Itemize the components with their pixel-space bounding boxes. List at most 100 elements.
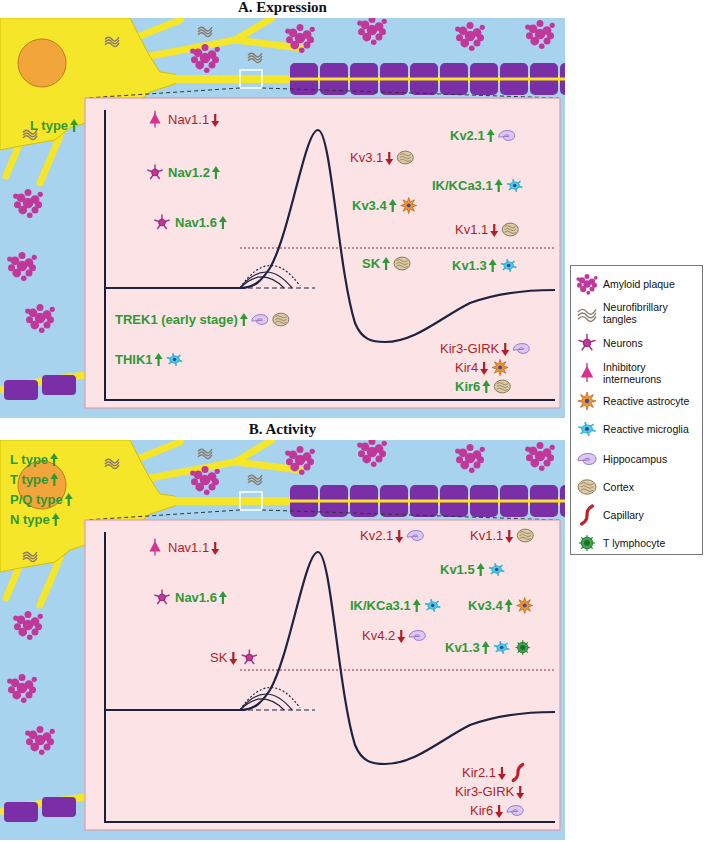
channel-label: Kv3.4 [352,198,387,213]
axes [105,110,555,400]
legend-symbol [574,474,600,500]
amyloid-plaque [310,27,315,32]
up-arrow [219,216,227,229]
amyloid-plaque [526,454,533,461]
channel-label: Kv4.2 [362,628,395,643]
up-arrow [65,493,73,506]
amyloid-plaque [19,674,26,681]
astrocyte-icon [523,604,527,608]
amyloid-plaque [50,729,55,734]
legend-text: Capillary [603,509,701,521]
amyloid-plaque [455,26,460,31]
amyloid-plaque [286,458,293,465]
threshold-line [240,248,555,249]
up-arrow [495,179,503,192]
channel-label: L type [30,118,68,133]
amyloid-plaque [592,283,597,288]
myelin-sheath [42,375,76,395]
arrow-head [382,257,390,263]
amyloid-plaque [537,20,544,27]
hippocampus-icon [578,453,596,464]
zoom-line [86,510,240,520]
channel-label: Kir4 [455,360,478,375]
inset-box [85,98,560,408]
amyloid-plaque [38,614,43,619]
down-arrow [211,542,219,555]
channel-label: TREK1 (early stage) [115,312,238,327]
amyloid-plaque [25,611,32,618]
cortex-icon [400,154,411,156]
up-arrow [212,166,220,179]
amyloid-plaque [297,24,304,31]
amyloid-plaque [371,39,377,45]
legend-symbol [574,388,600,414]
up-arrow [240,313,248,326]
amyloid-plaque [215,469,220,474]
amyloid-plaque [307,458,314,465]
astrocyte-icon [492,360,508,376]
channel-label: Nav1.1 [168,540,209,555]
panel: A. Expression [0,18,565,418]
up-arrow [70,119,78,132]
down-arrow [498,767,506,780]
amyloid-plaque [13,193,18,198]
neuron-icon [152,169,159,176]
amyloid-plaque [550,23,555,28]
arrow-head [50,473,58,479]
amyloid-plaque [369,18,376,23]
hippocampus-icon [499,131,515,141]
microglia-icon [495,568,499,572]
cortex-icon [497,388,508,390]
microglia-icon [585,427,589,431]
amyloid-plaque [382,441,387,446]
axon [280,78,565,81]
interneuron-icon [581,366,594,378]
amyloid-plaque [369,440,376,445]
channel-label: P/Q type [10,492,63,507]
hippocampus-icon [407,531,423,541]
down-arrow [501,343,509,356]
action-potential-curve [105,552,555,764]
amyloid-plaque [469,467,475,473]
arrow-head [490,231,498,237]
amyloid-plaque [32,255,37,260]
astrocyte-icon [407,204,411,208]
microglia-icon [173,358,177,362]
up-arrow [52,513,60,526]
amyloid-plaque [37,304,44,311]
zoom-line [262,88,559,98]
channel-label: IK/KCa3.1 [350,598,411,613]
down-arrow [495,805,503,818]
cortex-icon [505,231,516,233]
channel-label: SK [210,650,227,665]
amyloid-plaque [47,738,54,745]
axes [105,532,555,822]
cortex-icon [396,262,407,264]
amyloid-plaque [299,469,305,475]
neurofibrillary-tangle [105,465,119,469]
cortex-icon [505,228,516,230]
channel-label: Nav1.1 [168,112,209,127]
dendrite [140,18,272,58]
channel-label: T type [10,472,48,487]
arrow-head [516,793,524,799]
amyloid-plaque [50,307,55,312]
channel-label: Kv3.1 [350,150,383,165]
legend-text: Reactive astrocyte [603,395,701,407]
arrow-head [155,353,163,359]
amyloid-plaque [456,456,463,463]
microglia-icon [497,644,507,651]
legend-symbol [574,416,600,442]
legend-symbol [574,530,600,556]
astrocyte-icon [585,399,590,404]
zoom-box [240,70,262,88]
cortex-icon [505,226,516,228]
amyloid-plaque [299,47,305,53]
amyloid-plaque [382,19,387,24]
cortex-icon [502,223,518,236]
amyloid-plaque [480,447,485,452]
down-arrow [490,224,498,237]
rest-line [240,710,315,711]
astrocyte-icon [578,392,596,410]
microglia-icon [428,602,438,609]
